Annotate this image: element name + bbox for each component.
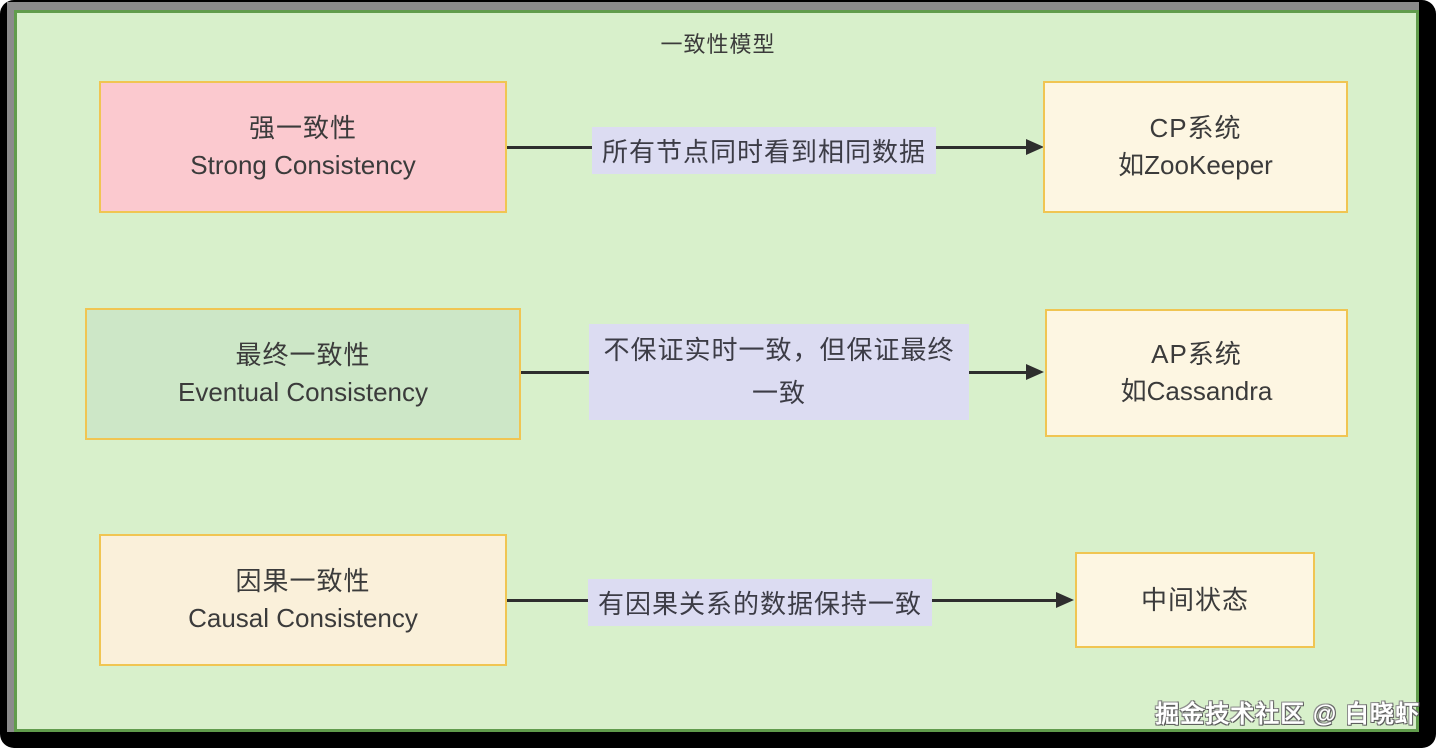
node-ap-system: AP系统 如Cassandra [1045, 309, 1348, 437]
node-eventual-consistency: 最终一致性 Eventual Consistency [85, 308, 521, 440]
node-causal-consistency: 因果一致性 Causal Consistency [99, 534, 507, 666]
node-label-en: Causal Consistency [188, 603, 418, 633]
node-label-zh: 因果一致性 [235, 566, 371, 596]
node-label-line2: 如ZooKeeper [1118, 150, 1273, 180]
edge-label-strong: 所有节点同时看到相同数据 [591, 127, 937, 174]
edge-label-causal: 有因果关系的数据保持一致 [587, 579, 933, 626]
edge-label-eventual: 不保证实时一致，但保证最终一致 [589, 324, 969, 420]
node-strong-consistency: 强一致性 Strong Consistency [99, 81, 507, 213]
node-label-line2: 如Cassandra [1120, 376, 1273, 406]
arrow-head-icon [1026, 364, 1044, 380]
arrow-head-icon [1026, 139, 1044, 155]
node-intermediate-state: 中间状态 [1075, 552, 1315, 648]
watermark: 掘金技术社区 @ 白晓虾 [1155, 701, 1420, 728]
node-label-en: Strong Consistency [190, 150, 416, 180]
node-label-line1: AP系统 [1151, 339, 1242, 369]
frame-top-strip [7, 2, 1419, 11]
diagram-title: 一致性模型 [660, 32, 776, 57]
node-label-line1: CP系统 [1149, 113, 1242, 143]
node-label-en: Eventual Consistency [177, 377, 429, 407]
node-label-line1: 中间状态 [1140, 584, 1249, 615]
arrow-head-icon [1056, 592, 1074, 608]
node-label-zh: 最终一致性 [235, 340, 371, 370]
node-cp-system: CP系统 如ZooKeeper [1043, 81, 1348, 213]
node-label-zh: 强一致性 [248, 113, 357, 143]
frame-left-strip [7, 2, 15, 732]
